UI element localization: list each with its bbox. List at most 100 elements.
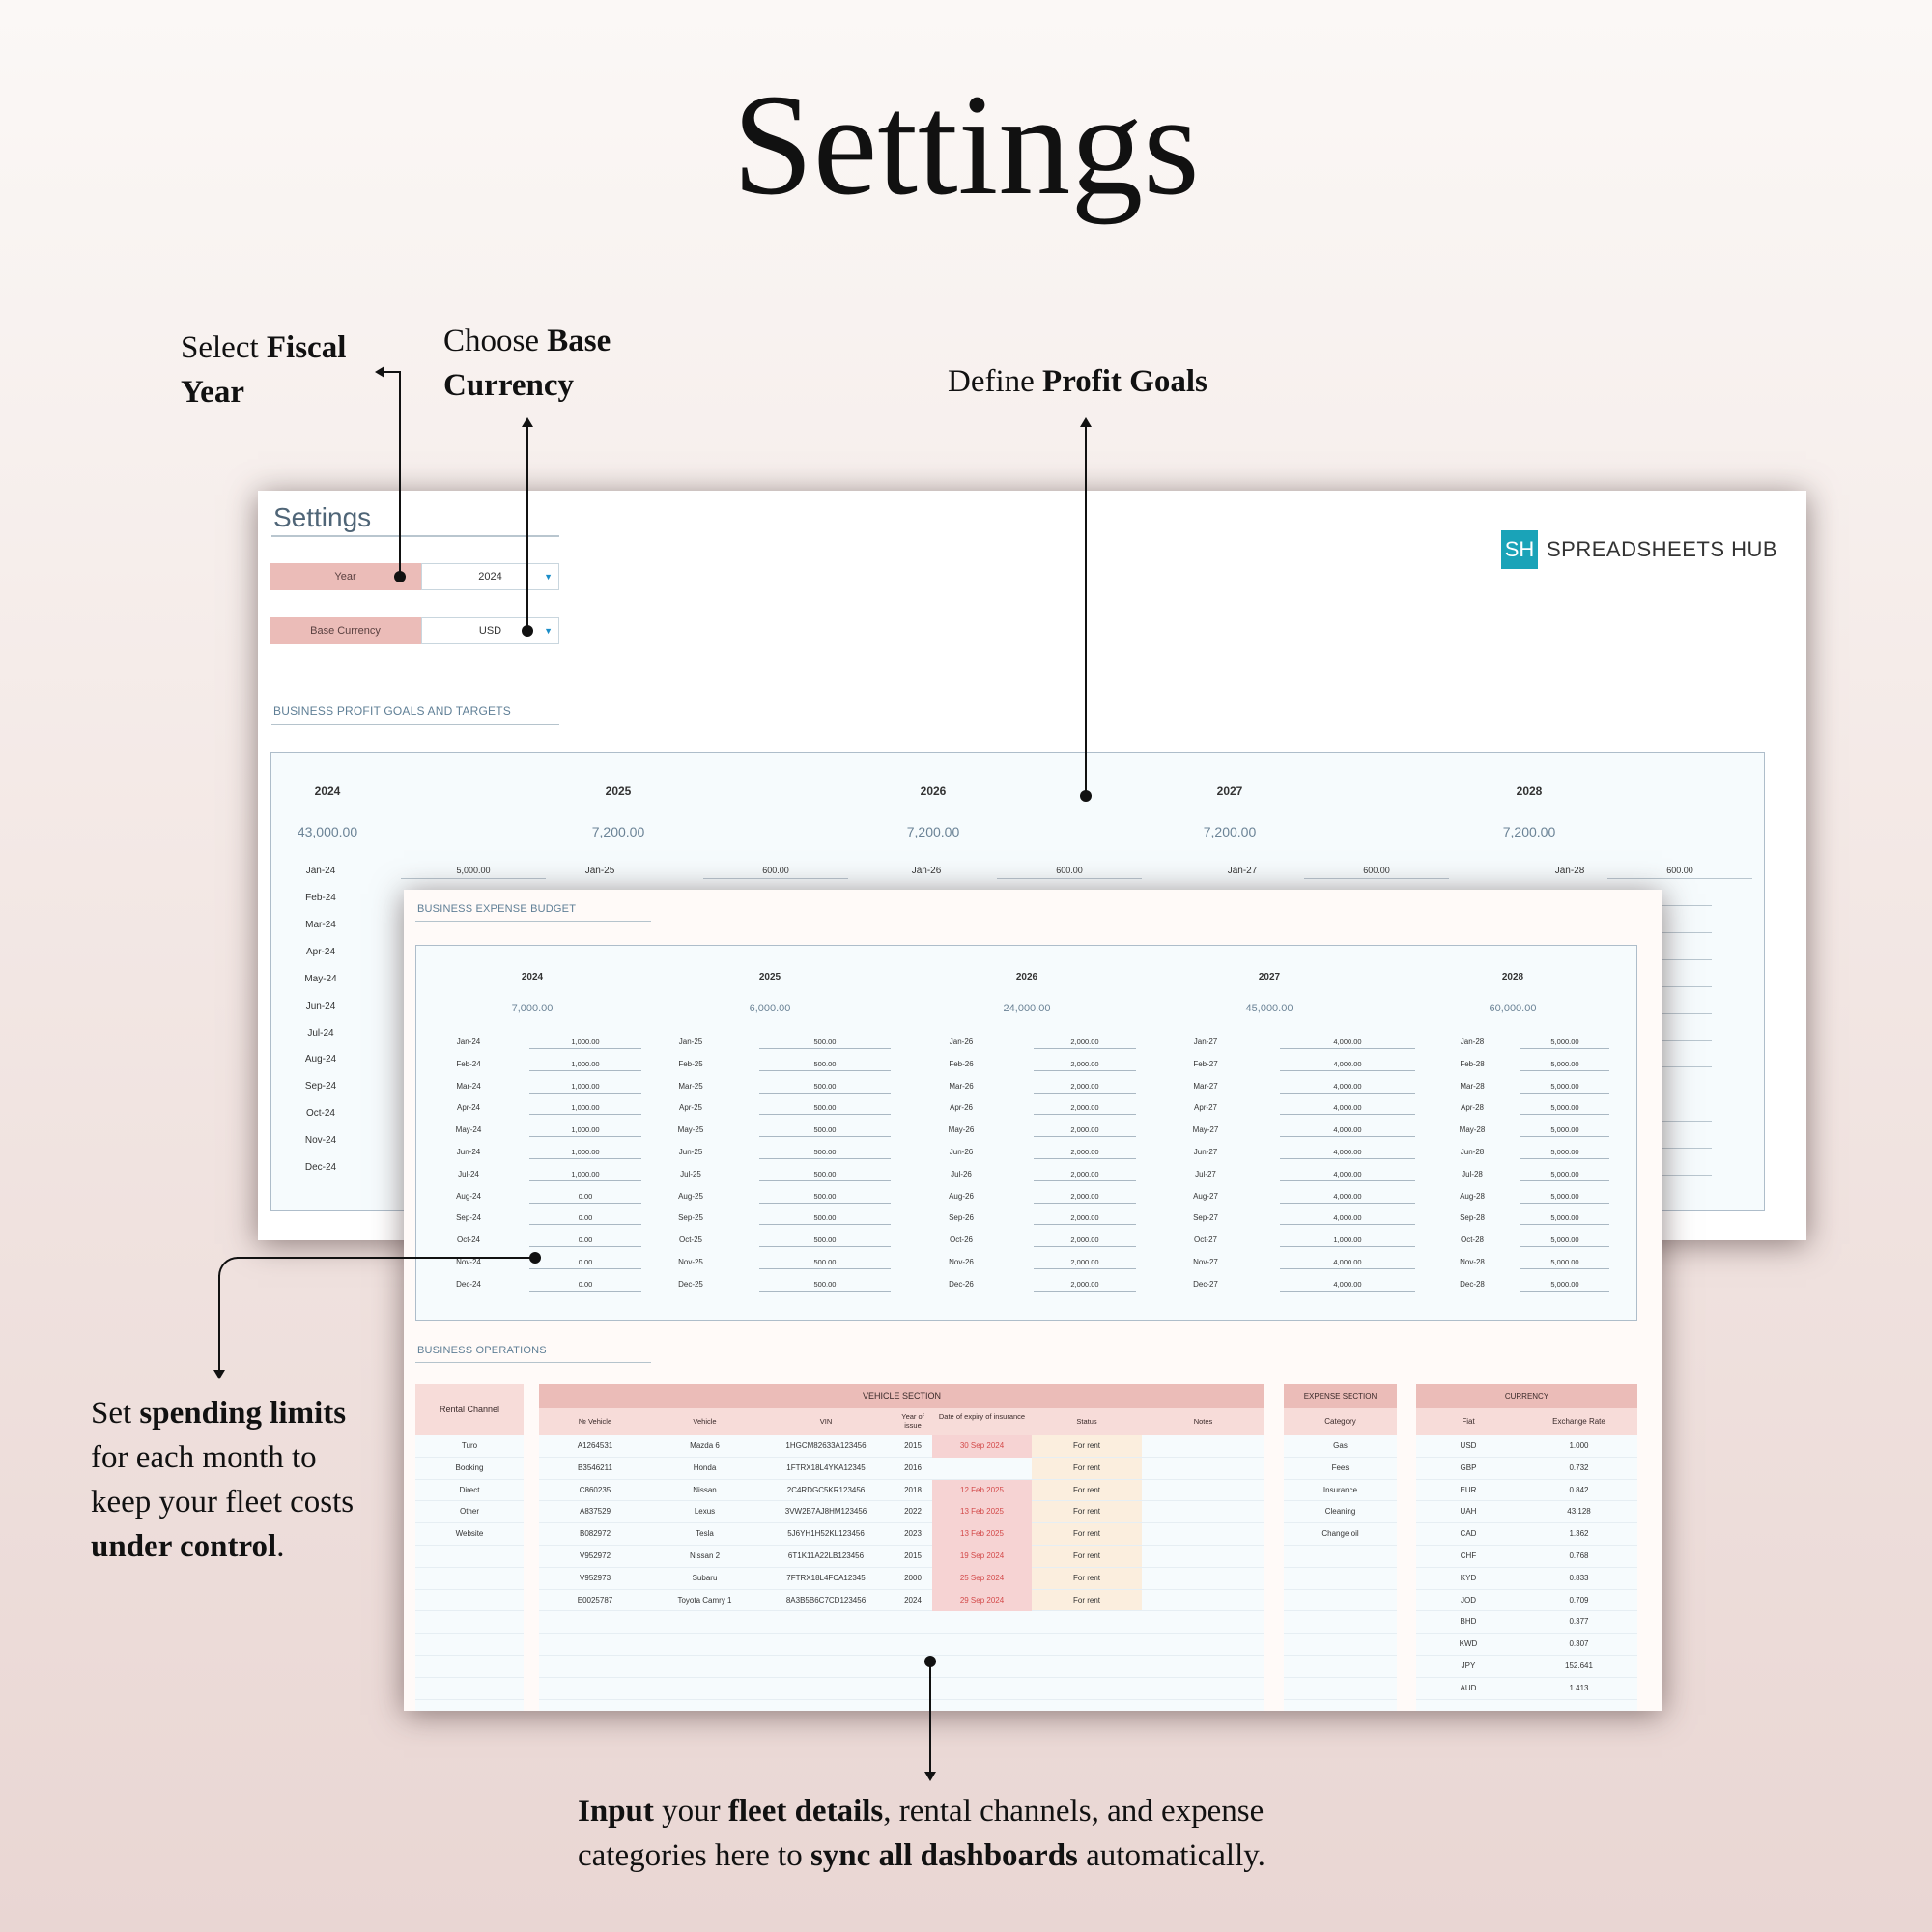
vehicle-cell-vehicle[interactable]: Honda bbox=[693, 1463, 717, 1472]
vehicle-cell-vin[interactable]: 5J6YH1H52KL123456 bbox=[787, 1529, 865, 1539]
budget-month-value[interactable]: 500.00 bbox=[759, 1192, 891, 1204]
budget-month-value[interactable]: 2,000.00 bbox=[1034, 1280, 1136, 1292]
vehicle-cell-year[interactable]: 2015 bbox=[904, 1441, 922, 1450]
vehicle-cell-no[interactable]: C860235 bbox=[579, 1485, 611, 1494]
expense-category-item[interactable]: Gas bbox=[1333, 1441, 1348, 1450]
budget-month-value[interactable]: 500.00 bbox=[759, 1213, 891, 1226]
expense-category-item[interactable]: Cleaning bbox=[1324, 1507, 1356, 1517]
currency-rate[interactable]: 1.362 bbox=[1569, 1529, 1589, 1539]
rental-channel-item[interactable]: Website bbox=[455, 1529, 484, 1539]
budget-month-value[interactable]: 1,000.00 bbox=[529, 1082, 641, 1094]
vehicle-cell-year[interactable]: 2024 bbox=[904, 1595, 922, 1605]
budget-month-value[interactable]: 0.00 bbox=[529, 1258, 641, 1269]
vehicle-cell-status[interactable]: For rent bbox=[1072, 1529, 1100, 1539]
vehicle-cell-vehicle[interactable]: Nissan bbox=[693, 1485, 717, 1494]
currency-fiat[interactable]: USD bbox=[1460, 1441, 1477, 1450]
currency-fiat[interactable]: GBP bbox=[1460, 1463, 1477, 1472]
vehicle-cell-year[interactable]: 2016 bbox=[904, 1463, 922, 1472]
budget-month-value[interactable]: 5,000.00 bbox=[1520, 1082, 1609, 1094]
vehicle-cell-no[interactable]: V952972 bbox=[579, 1551, 611, 1560]
budget-month-value[interactable]: 4,000.00 bbox=[1280, 1213, 1415, 1226]
currency-fiat[interactable]: KWD bbox=[1459, 1639, 1478, 1649]
budget-month-value[interactable]: 500.00 bbox=[759, 1037, 891, 1049]
budget-month-value[interactable]: 2,000.00 bbox=[1034, 1236, 1136, 1248]
vehicle-cell-status[interactable]: For rent bbox=[1072, 1573, 1100, 1582]
vehicle-cell-vehicle[interactable]: Lexus bbox=[694, 1507, 716, 1517]
vehicle-cell-status[interactable]: For rent bbox=[1072, 1485, 1100, 1494]
budget-month-value[interactable]: 500.00 bbox=[759, 1236, 891, 1248]
currency-rate[interactable]: 0.709 bbox=[1569, 1595, 1589, 1605]
budget-month-value[interactable]: 2,000.00 bbox=[1034, 1213, 1136, 1226]
currency-rate[interactable]: 0.307 bbox=[1569, 1639, 1589, 1649]
vehicle-cell-insurance[interactable]: 25 Sep 2024 bbox=[932, 1567, 1032, 1590]
vehicle-cell-insurance[interactable]: 19 Sep 2024 bbox=[932, 1546, 1032, 1568]
vehicle-cell-status[interactable]: For rent bbox=[1072, 1507, 1100, 1517]
goal-month-value[interactable]: 600.00 bbox=[1607, 866, 1752, 879]
currency-rate[interactable]: 0.377 bbox=[1569, 1617, 1589, 1627]
budget-month-value[interactable]: 2,000.00 bbox=[1034, 1125, 1136, 1138]
currency-rate[interactable]: 0.732 bbox=[1569, 1463, 1589, 1472]
vehicle-cell-year[interactable]: 2022 bbox=[904, 1507, 922, 1517]
vehicle-cell-vin[interactable]: 7FTRX18L4FCA12345 bbox=[786, 1573, 866, 1582]
currency-fiat[interactable]: BHD bbox=[1460, 1617, 1477, 1627]
budget-month-value[interactable]: 1,000.00 bbox=[529, 1037, 641, 1049]
vehicle-cell-vehicle[interactable]: Tesla bbox=[696, 1529, 714, 1539]
expense-category-item[interactable]: Change oil bbox=[1321, 1529, 1359, 1539]
budget-month-value[interactable]: 5,000.00 bbox=[1520, 1213, 1609, 1226]
budget-month-value[interactable]: 500.00 bbox=[759, 1103, 891, 1116]
budget-month-value[interactable]: 0.00 bbox=[529, 1192, 641, 1204]
rental-channel-item[interactable]: Other bbox=[459, 1507, 479, 1517]
budget-month-value[interactable]: 500.00 bbox=[759, 1258, 891, 1269]
budget-month-value[interactable]: 4,000.00 bbox=[1280, 1060, 1415, 1071]
currency-fiat[interactable]: CAD bbox=[1460, 1529, 1477, 1539]
vehicle-cell-year[interactable]: 2015 bbox=[904, 1551, 922, 1560]
budget-month-value[interactable]: 2,000.00 bbox=[1034, 1082, 1136, 1094]
currency-rate[interactable]: 1.413 bbox=[1569, 1683, 1589, 1692]
budget-month-value[interactable]: 4,000.00 bbox=[1280, 1170, 1415, 1181]
currency-fiat[interactable]: AUD bbox=[1460, 1683, 1477, 1692]
vehicle-cell-year[interactable]: 2000 bbox=[904, 1573, 922, 1582]
currency-rate[interactable]: 0.768 bbox=[1569, 1551, 1589, 1560]
budget-month-value[interactable]: 5,000.00 bbox=[1520, 1148, 1609, 1159]
vehicle-cell-no[interactable]: B082972 bbox=[579, 1529, 611, 1539]
budget-month-value[interactable]: 2,000.00 bbox=[1034, 1258, 1136, 1269]
chevron-down-icon[interactable]: ▼ bbox=[544, 626, 553, 636]
budget-month-value[interactable]: 500.00 bbox=[759, 1082, 891, 1094]
budget-month-value[interactable]: 5,000.00 bbox=[1520, 1192, 1609, 1204]
vehicle-cell-vin[interactable]: 3VW2B7AJ8HM123456 bbox=[784, 1507, 867, 1517]
budget-month-value[interactable]: 5,000.00 bbox=[1520, 1037, 1609, 1049]
vehicle-cell-insurance[interactable] bbox=[932, 1458, 1032, 1463]
vehicle-cell-vehicle[interactable]: Mazda 6 bbox=[690, 1441, 720, 1450]
currency-fiat[interactable]: CHF bbox=[1460, 1551, 1477, 1560]
budget-month-value[interactable]: 2,000.00 bbox=[1034, 1103, 1136, 1116]
vehicle-cell-no[interactable]: B3546211 bbox=[578, 1463, 612, 1472]
vehicle-cell-vin[interactable]: 6T1K11A22LB123456 bbox=[787, 1551, 865, 1560]
budget-month-value[interactable]: 5,000.00 bbox=[1520, 1258, 1609, 1269]
budget-month-value[interactable]: 4,000.00 bbox=[1280, 1103, 1415, 1116]
budget-month-value[interactable]: 4,000.00 bbox=[1280, 1192, 1415, 1204]
budget-month-value[interactable]: 5,000.00 bbox=[1520, 1236, 1609, 1248]
goal-month-value[interactable]: 600.00 bbox=[1304, 866, 1449, 879]
vehicle-cell-insurance[interactable]: 12 Feb 2025 bbox=[932, 1479, 1032, 1502]
budget-month-value[interactable]: 1,000.00 bbox=[529, 1103, 641, 1116]
vehicle-cell-vehicle[interactable]: Toyota Camry 1 bbox=[677, 1595, 732, 1605]
budget-month-value[interactable]: 2,000.00 bbox=[1034, 1037, 1136, 1049]
vehicle-cell-insurance[interactable]: 30 Sep 2024 bbox=[932, 1435, 1032, 1458]
goal-month-value[interactable]: 600.00 bbox=[997, 866, 1142, 879]
expense-category-item[interactable]: Insurance bbox=[1322, 1485, 1358, 1494]
vehicle-cell-no[interactable]: E0025787 bbox=[577, 1595, 613, 1605]
budget-month-value[interactable]: 4,000.00 bbox=[1280, 1148, 1415, 1159]
vehicle-cell-insurance[interactable]: 13 Feb 2025 bbox=[932, 1501, 1032, 1524]
budget-month-value[interactable]: 1,000.00 bbox=[529, 1125, 641, 1138]
budget-month-value[interactable]: 5,000.00 bbox=[1520, 1280, 1609, 1292]
vehicle-cell-vin[interactable]: 1FTRX18L4YKA12345 bbox=[786, 1463, 866, 1472]
currency-rate[interactable]: 152.641 bbox=[1565, 1662, 1593, 1670]
currency-fiat[interactable]: JOD bbox=[1461, 1595, 1476, 1605]
budget-month-value[interactable]: 1,000.00 bbox=[529, 1170, 641, 1181]
currency-fiat[interactable]: KYD bbox=[1460, 1573, 1477, 1582]
budget-month-value[interactable]: 500.00 bbox=[759, 1170, 891, 1181]
vehicle-cell-status[interactable]: For rent bbox=[1072, 1551, 1100, 1560]
vehicle-cell-vin[interactable]: 8A3B5B6C7CD123456 bbox=[785, 1595, 867, 1605]
currency-rate[interactable]: 43.128 bbox=[1567, 1507, 1591, 1517]
currency-fiat[interactable]: UAH bbox=[1460, 1507, 1477, 1517]
